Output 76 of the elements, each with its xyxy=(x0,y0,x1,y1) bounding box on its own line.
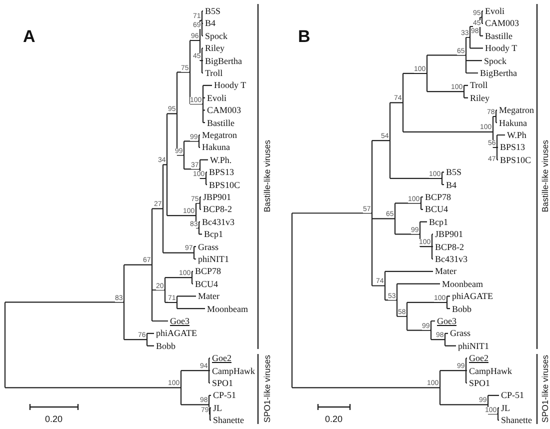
taxon-label: BPS13 xyxy=(500,142,526,152)
taxon-label: B5S xyxy=(446,167,462,178)
clade-label: Bastille-like viruses xyxy=(262,140,272,212)
clade-label: SPO1-like viruses xyxy=(540,355,550,423)
taxon-label: Bc431v3 xyxy=(202,216,234,227)
taxon-label: SPO1 xyxy=(212,378,234,388)
taxon-label: CAM003 xyxy=(485,18,520,28)
taxon-label: Bastille xyxy=(207,118,234,128)
taxon-label: phiAGATE xyxy=(156,328,197,338)
taxon-label: CAM003 xyxy=(207,105,242,116)
taxon-label: Evoli xyxy=(207,92,226,103)
taxon-label: phiNIT1 xyxy=(198,254,229,264)
taxon-label: W.Ph xyxy=(507,130,526,140)
taxon-label: Bc431v3 xyxy=(435,254,468,264)
taxon-label: BCP78 xyxy=(195,266,222,276)
taxon-label: JL xyxy=(213,402,222,413)
taxon-label: Bcp1 xyxy=(204,229,223,240)
taxon-label: Goe2 xyxy=(469,353,488,364)
taxon-label: Bobb xyxy=(452,304,472,314)
taxon-label: Hoody T xyxy=(214,80,246,90)
taxon-label: Moonbeam xyxy=(207,304,248,314)
taxon-label: BigBertha xyxy=(205,56,242,66)
taxon-label: CP-51 xyxy=(213,390,236,400)
taxon-label: BCU4 xyxy=(195,278,218,289)
taxon-label: Evoli xyxy=(485,6,504,16)
taxon-label: Hakuna xyxy=(499,118,527,128)
taxon-label: Riley xyxy=(470,92,490,103)
taxon-label: Hakuna xyxy=(202,142,230,152)
taxon-label: Riley xyxy=(205,43,224,54)
taxon-label: Goe2 xyxy=(212,353,232,364)
taxon-label: W.Ph. xyxy=(210,154,232,165)
taxon-label: BCP8-2 xyxy=(435,242,464,252)
taxon-label: Moonbeam xyxy=(442,278,483,289)
taxon-label: Bcp1 xyxy=(429,216,448,227)
taxon-label: Spock xyxy=(484,56,506,66)
taxon-label: Megatron xyxy=(499,105,534,116)
taxon-label: Shanette xyxy=(501,415,532,426)
taxon-label: BCP8-2 xyxy=(203,204,232,214)
taxon-label: Grass xyxy=(198,242,218,252)
taxon-label: B4 xyxy=(446,180,457,190)
taxon-label: BigBertha xyxy=(480,68,517,78)
taxon-label: CampHawk xyxy=(469,366,512,376)
taxon-label: phiAGATE xyxy=(452,291,493,302)
taxon-label: Goe3 xyxy=(437,316,456,326)
taxon-label: JL xyxy=(501,402,510,413)
taxon-label: BPS10C xyxy=(500,154,532,165)
taxon-label: Troll xyxy=(470,80,488,90)
panel-letter: B xyxy=(298,27,310,47)
clade-label: Bastille-like viruses xyxy=(540,140,550,212)
clade-label: SPO1-like viruses xyxy=(262,355,272,423)
taxon-label: Bobb xyxy=(156,340,176,351)
taxon-label: JBP901 xyxy=(435,229,464,240)
taxon-label: phiNIT1 xyxy=(458,340,489,351)
taxon-label: Goe3 xyxy=(170,316,190,326)
taxon-label: Mater xyxy=(198,291,220,302)
taxon-label: BPS10C xyxy=(209,180,240,190)
panel-letter: A xyxy=(23,27,36,47)
taxon-label: CP-51 xyxy=(501,390,524,400)
taxon-label: BPS13 xyxy=(209,167,234,178)
taxon-label: SPO1 xyxy=(469,378,490,388)
taxon-label: Bastille xyxy=(485,30,512,41)
taxon-label: Hoody T xyxy=(485,43,518,54)
taxon-label: JBP901 xyxy=(203,192,232,202)
taxon-label: Spock xyxy=(205,30,228,41)
taxon-label: Shanette xyxy=(213,415,244,426)
scale-value: 0.20 xyxy=(45,414,63,424)
scale-value: 0.20 xyxy=(325,414,343,424)
taxon-label: Troll xyxy=(205,68,223,78)
taxon-label: Grass xyxy=(450,328,470,338)
taxon-label: BCP78 xyxy=(425,192,452,202)
taxon-label: Megatron xyxy=(202,130,237,140)
taxon-label: B5S xyxy=(205,6,221,16)
taxon-label: Mater xyxy=(435,266,456,276)
taxon-label: CampHawk xyxy=(212,366,255,376)
taxon-label: BCU4 xyxy=(425,204,448,214)
taxon-label: B4 xyxy=(205,18,216,28)
